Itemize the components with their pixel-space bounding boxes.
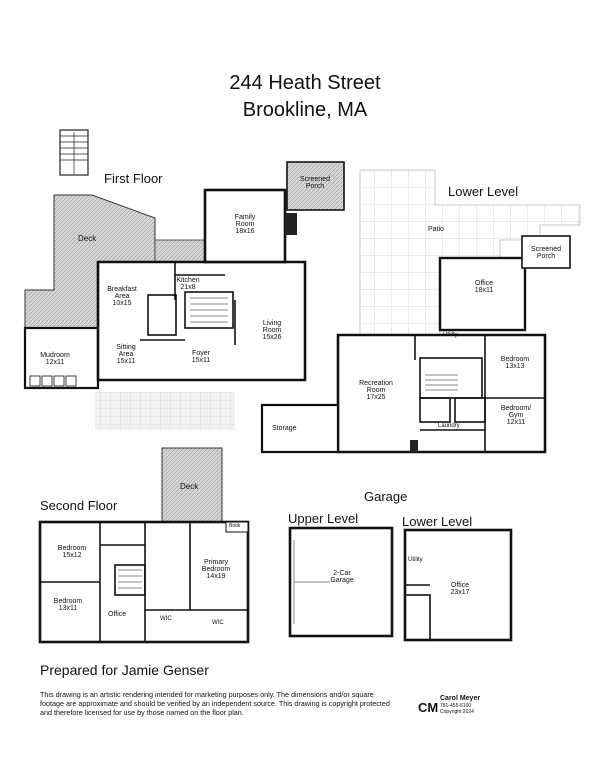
disclaimer: This drawing is an artistic rendering in… <box>40 690 390 717</box>
wic2-label: WIC <box>212 620 224 626</box>
garage-upper-label: Upper Level <box>288 511 359 526</box>
screened-porch-label: Screened Porch <box>300 176 330 190</box>
recreation-label: Recreation Room 17x25 <box>359 380 393 401</box>
address-line-2: Brookline, MA <box>242 99 368 121</box>
mudroom-label: Mudroom 12x11 <box>40 352 70 366</box>
lower-office <box>438 256 527 332</box>
garage-utility-label: Utility <box>408 557 423 563</box>
garage-plan <box>288 526 513 642</box>
primary-bedroom-label: Primary Bedroom 14x19 <box>201 559 231 580</box>
second-floor-plan <box>38 447 250 644</box>
laundry-label: Laundry <box>438 423 460 429</box>
sitting-label: Sitting Area 15x11 <box>116 344 136 365</box>
logo-name: Carol Meyer <box>440 695 481 702</box>
logo-mark: CM <box>418 700 438 715</box>
garage-office-label: Office 23x17 <box>450 582 470 596</box>
first-floor-label: First Floor <box>104 171 163 186</box>
deck-label: Deck <box>78 234 97 243</box>
storage-label: Storage <box>272 425 297 432</box>
prepared-for: Prepared for Jamie Genser <box>40 662 209 678</box>
wic1-label: WIC <box>160 616 172 622</box>
second-floor-label: Second Floor <box>40 498 118 513</box>
second-office-label: Office <box>108 611 127 618</box>
lower-office-label: Office 18x11 <box>474 280 494 294</box>
garage-upper <box>288 526 394 638</box>
logo-phone: 781-455-6100 <box>440 703 472 709</box>
bedroom1-label: Bedroom 15x12 <box>57 545 87 559</box>
lower-level-plan <box>260 169 581 454</box>
family-room-label: Family Room 18x16 <box>234 214 256 235</box>
address-line-1: 244 Heath Street <box>229 72 381 94</box>
patio-label: Patio <box>428 226 444 233</box>
two-car-garage-label: 2-Car Garage <box>330 570 354 584</box>
lower-level-label: Lower Level <box>448 184 519 199</box>
bedroom2-label: Bedroom 13x11 <box>53 598 83 612</box>
lower-screened-porch <box>521 235 571 269</box>
living-label: Living Room 15x26 <box>262 320 282 341</box>
breakfast-label: Breakfast Area 10x15 <box>107 286 137 307</box>
first-floor-plan <box>23 129 345 430</box>
logo-copyright: Copyright 2024 <box>440 709 474 715</box>
first-floor-screened-porch <box>286 161 345 211</box>
lower-utility-label: Utility <box>443 332 458 338</box>
front-walkway <box>95 392 235 430</box>
foyer-label: Foyer 15x11 <box>191 350 211 364</box>
kitchen-label: Kitchen 21x8 <box>176 277 200 291</box>
lower-bedroom-label: Bedroom 13x13 <box>500 356 530 370</box>
garage-label: Garage <box>364 489 408 504</box>
lower-screened-porch-label: Screened Porch <box>531 246 561 260</box>
second-deck-label: Deck <box>180 482 199 491</box>
garage-lower-label: Lower Level <box>402 514 473 529</box>
bedroom-gym-label: Bedroom/ Gym 12x11 <box>500 405 532 426</box>
carol-meyer-logo: CM <box>418 700 438 715</box>
book-label: Book <box>229 523 241 529</box>
storage <box>260 403 340 454</box>
